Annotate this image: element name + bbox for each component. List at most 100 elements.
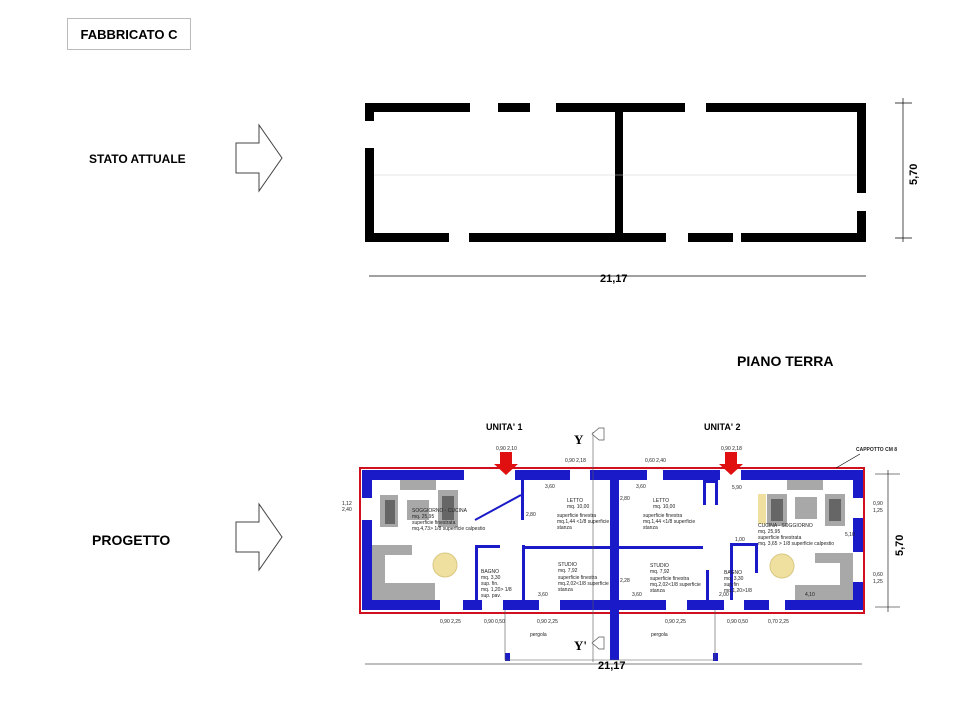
svg-text:STUDIO: STUDIO bbox=[558, 562, 577, 568]
label-floor: PIANO TERRA bbox=[737, 353, 833, 369]
pergola-label: pergola bbox=[530, 632, 547, 638]
room-bath-unit2: BAGNO mq. 3,30 sup.fin mq.1,20>1/8 bbox=[724, 570, 752, 594]
svg-text:CUCINA - SOGGIORNO: CUCINA - SOGGIORNO bbox=[758, 523, 813, 529]
svg-text:sup.fin: sup.fin bbox=[724, 582, 739, 588]
pergola-label: pergola bbox=[651, 632, 668, 638]
svg-text:stanza: stanza bbox=[643, 525, 658, 531]
svg-text:2,40: 2,40 bbox=[342, 507, 352, 513]
label-current-state: STATO ATTUALE bbox=[89, 152, 186, 166]
room-living-unit2: CUCINA - SOGGIORNO mq. 25,95 superficie … bbox=[758, 523, 834, 547]
svg-text:superficie finestra: superficie finestra bbox=[643, 513, 682, 519]
unit2-label: UNITA' 2 bbox=[704, 422, 740, 432]
entrance-arrow-unit2 bbox=[719, 452, 743, 475]
svg-text:stanza: stanza bbox=[557, 525, 572, 531]
svg-text:mq. 10,00: mq. 10,00 bbox=[653, 504, 675, 510]
svg-text:stanza: stanza bbox=[650, 588, 665, 594]
project-plan bbox=[359, 427, 865, 662]
svg-text:mq. 7,92: mq. 7,92 bbox=[650, 569, 670, 575]
room-bedroom-unit1: LETTO mq. 10,00 superficie finestra mq.1… bbox=[557, 498, 609, 531]
svg-text:stanza: stanza bbox=[558, 587, 573, 593]
room-bath-unit1: BAGNO mq. 3,30 sup. fin. mq. 1,20> 1/8 s… bbox=[481, 569, 512, 599]
project-length-dimension: 21,17 bbox=[598, 660, 626, 672]
svg-text:mq. 25,95: mq. 25,95 bbox=[758, 529, 780, 535]
svg-text:1,25: 1,25 bbox=[873, 508, 883, 514]
svg-text:3,60: 3,60 bbox=[632, 592, 642, 598]
arrow-right-icon bbox=[235, 502, 283, 572]
svg-text:2,80: 2,80 bbox=[526, 512, 536, 518]
svg-text:0,90 0,50: 0,90 0,50 bbox=[484, 619, 505, 625]
room-living-unit1: SOGGIORNO - CUCINA mq. 25,95 superficie … bbox=[412, 508, 485, 532]
current-state-plan bbox=[365, 103, 866, 242]
current-state-dimensions bbox=[369, 98, 912, 277]
section-arrow-icon bbox=[591, 427, 605, 441]
dimension-notes: 1,12 2,40 3,60 2,80 3,60 2,80 5,90 1,00 … bbox=[342, 446, 883, 625]
svg-text:1,12: 1,12 bbox=[342, 501, 352, 507]
svg-text:3,60: 3,60 bbox=[636, 484, 646, 490]
svg-text:BAGNO: BAGNO bbox=[481, 569, 499, 575]
svg-text:5,90: 5,90 bbox=[732, 485, 742, 491]
svg-text:0,90 2,25: 0,90 2,25 bbox=[440, 619, 461, 625]
svg-text:0,70 2,25: 0,70 2,25 bbox=[768, 619, 789, 625]
table-unit2 bbox=[769, 553, 795, 579]
entrance-arrow-unit1 bbox=[494, 452, 518, 475]
svg-text:2,80: 2,80 bbox=[620, 496, 630, 502]
svg-text:superficie finestrata: superficie finestrata bbox=[758, 535, 802, 541]
svg-text:mq. 1,20> 1/8: mq. 1,20> 1/8 bbox=[481, 587, 512, 593]
svg-text:0,90 2,18: 0,90 2,18 bbox=[565, 458, 586, 464]
svg-text:0,60 2,40: 0,60 2,40 bbox=[645, 458, 666, 464]
svg-text:sup. pav.: sup. pav. bbox=[481, 593, 501, 599]
svg-text:0,90 2,25: 0,90 2,25 bbox=[665, 619, 686, 625]
svg-text:1,25: 1,25 bbox=[873, 579, 883, 585]
label-project: PROGETTO bbox=[92, 532, 170, 548]
svg-text:0,90 2,25: 0,90 2,25 bbox=[537, 619, 558, 625]
svg-text:3,60: 3,60 bbox=[538, 592, 548, 598]
svg-text:mq. 10,00: mq. 10,00 bbox=[567, 504, 589, 510]
svg-text:mq.1,20>1/8: mq.1,20>1/8 bbox=[724, 588, 752, 594]
svg-text:mq. 25,95: mq. 25,95 bbox=[412, 514, 434, 520]
table-unit1 bbox=[432, 552, 458, 578]
arrow-right-icon bbox=[235, 123, 283, 193]
svg-text:0,90: 0,90 bbox=[873, 501, 883, 507]
room-study-unit1: STUDIO mq. 7,92 superficie finestra mq.2… bbox=[558, 562, 609, 593]
svg-text:mq.4,73> 1/8 superficie calpes: mq.4,73> 1/8 superficie calpestio bbox=[412, 526, 485, 532]
svg-text:mq.2,02<1/8 superficie: mq.2,02<1/8 superficie bbox=[558, 581, 609, 587]
svg-text:superficie finestra: superficie finestra bbox=[558, 575, 597, 581]
svg-text:1,00: 1,00 bbox=[735, 537, 745, 543]
svg-text:superficie finestrata: superficie finestrata bbox=[412, 520, 456, 526]
svg-text:SOGGIORNO - CUCINA: SOGGIORNO - CUCINA bbox=[412, 508, 468, 514]
svg-text:2,28: 2,28 bbox=[620, 578, 630, 584]
svg-text:BAGNO: BAGNO bbox=[724, 570, 742, 576]
svg-text:mq.1,44 <1/8 superficie: mq.1,44 <1/8 superficie bbox=[643, 519, 695, 525]
svg-text:0,90 0,50: 0,90 0,50 bbox=[727, 619, 748, 625]
unit1-label: UNITA' 1 bbox=[486, 422, 522, 432]
project-dimensions bbox=[365, 453, 900, 665]
svg-text:2,00: 2,00 bbox=[719, 592, 729, 598]
section-y-prime-label: Y' bbox=[574, 638, 587, 653]
current-length-dimension: 21,17 bbox=[600, 273, 628, 285]
svg-text:STUDIO: STUDIO bbox=[650, 563, 669, 569]
svg-text:sup. fin.: sup. fin. bbox=[481, 581, 499, 587]
cladding-label: CAPPOTTO CM 8 bbox=[856, 447, 897, 453]
room-study-unit2: STUDIO mq. 7,92 superficie finestra mq.2… bbox=[650, 563, 701, 594]
current-width-dimension: 5,70 bbox=[908, 164, 920, 185]
svg-text:4,10: 4,10 bbox=[805, 592, 815, 598]
svg-text:mq.2,02<1/8 superficie: mq.2,02<1/8 superficie bbox=[650, 582, 701, 588]
svg-text:superficie finestra: superficie finestra bbox=[650, 576, 689, 582]
svg-text:mq. 7,92: mq. 7,92 bbox=[558, 568, 578, 574]
svg-text:5,10: 5,10 bbox=[845, 532, 855, 538]
svg-text:0,90 2,18: 0,90 2,18 bbox=[721, 446, 742, 452]
svg-text:mq.1,44 <1/8 superficie: mq.1,44 <1/8 superficie bbox=[557, 519, 609, 525]
svg-text:mq. 3,30: mq. 3,30 bbox=[724, 576, 744, 582]
project-width-dimension: 5,70 bbox=[894, 535, 906, 556]
room-bedroom-unit2: LETTO mq. 10,00 superficie finestra mq.1… bbox=[643, 498, 695, 531]
svg-text:3,60: 3,60 bbox=[545, 484, 555, 490]
section-y-label: Y bbox=[574, 432, 584, 447]
svg-text:LETTO: LETTO bbox=[567, 498, 583, 504]
svg-text:0,90 2,10: 0,90 2,10 bbox=[496, 446, 517, 452]
furniture bbox=[372, 480, 853, 600]
svg-text:mq. 3,30: mq. 3,30 bbox=[481, 575, 501, 581]
section-arrow-icon bbox=[591, 636, 605, 650]
svg-text:LETTO: LETTO bbox=[653, 498, 669, 504]
svg-text:0,60: 0,60 bbox=[873, 572, 883, 578]
